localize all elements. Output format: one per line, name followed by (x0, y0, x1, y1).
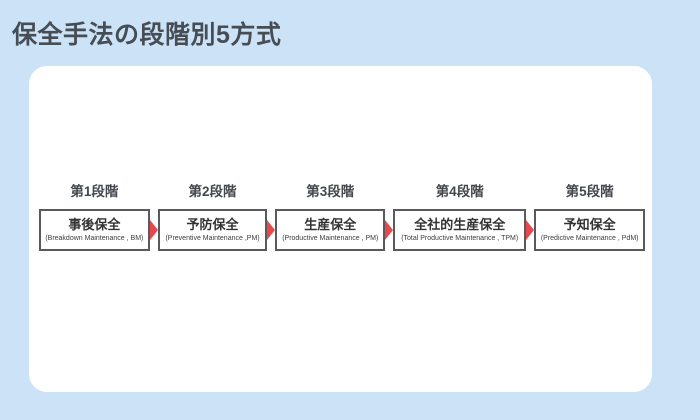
content-card: 第1段階 事後保全 (Breakdown Maintenance , BM) 第… (29, 66, 652, 392)
stage-5-name: 予知保全 (563, 216, 616, 232)
stage-4-label: 第4段階 (435, 184, 484, 199)
stage-5: 第5段階 予知保全 (Predictive Maintenance , PdM) (534, 182, 645, 251)
arrow-cell (267, 182, 276, 251)
stage-5-box: 予知保全 (Predictive Maintenance , PdM) (534, 209, 645, 251)
stage-3: 第3段階 生産保全 (Productive Maintenance , PM) (275, 182, 386, 251)
stage-2-name: 予防保全 (186, 216, 239, 232)
stage-1-name: 事後保全 (68, 216, 121, 232)
stage-2-label: 第2段階 (188, 184, 237, 199)
stage-2-box: 予防保全 (Preventive Maintenance ,PM) (157, 209, 268, 251)
stage-4-name: 全社的生産保全 (414, 216, 506, 232)
right-triangle-arrow-icon (267, 220, 276, 240)
stage-1-label: 第1段階 (70, 184, 119, 199)
stage-5-subtitle: (Predictive Maintenance , PdM) (540, 234, 639, 242)
stage-2: 第2段階 予防保全 (Preventive Maintenance ,PM) (157, 182, 268, 251)
arrow-cell (385, 182, 394, 251)
stage-3-name: 生産保全 (304, 216, 357, 232)
stages-row: 第1段階 事後保全 (Breakdown Maintenance , BM) 第… (29, 66, 652, 251)
stage-2-subtitle: (Preventive Maintenance ,PM) (165, 234, 260, 242)
stage-3-subtitle: (Productive Maintenance , PM) (282, 234, 379, 242)
stage-5-label: 第5段階 (565, 184, 614, 199)
right-triangle-arrow-icon (385, 220, 394, 240)
stage-4: 第4段階 全社的生産保全 (Total Productive Maintenan… (393, 182, 527, 251)
page-title: 保全手法の段階別5方式 (12, 21, 282, 49)
stage-1: 第1段階 事後保全 (Breakdown Maintenance , BM) (39, 182, 150, 251)
stage-1-subtitle: (Breakdown Maintenance , BM) (45, 234, 144, 242)
stage-3-label: 第3段階 (306, 184, 355, 199)
stage-4-subtitle: (Total Productive Maintenance , TPM) (401, 234, 519, 242)
arrow-cell (149, 182, 158, 251)
arrow-cell (526, 182, 535, 251)
stage-3-box: 生産保全 (Productive Maintenance , PM) (275, 209, 386, 251)
stage-4-box: 全社的生産保全 (Total Productive Maintenance , … (393, 209, 527, 251)
stage-1-box: 事後保全 (Breakdown Maintenance , BM) (39, 209, 150, 251)
right-triangle-arrow-icon (149, 220, 158, 240)
right-triangle-arrow-icon (526, 220, 535, 240)
